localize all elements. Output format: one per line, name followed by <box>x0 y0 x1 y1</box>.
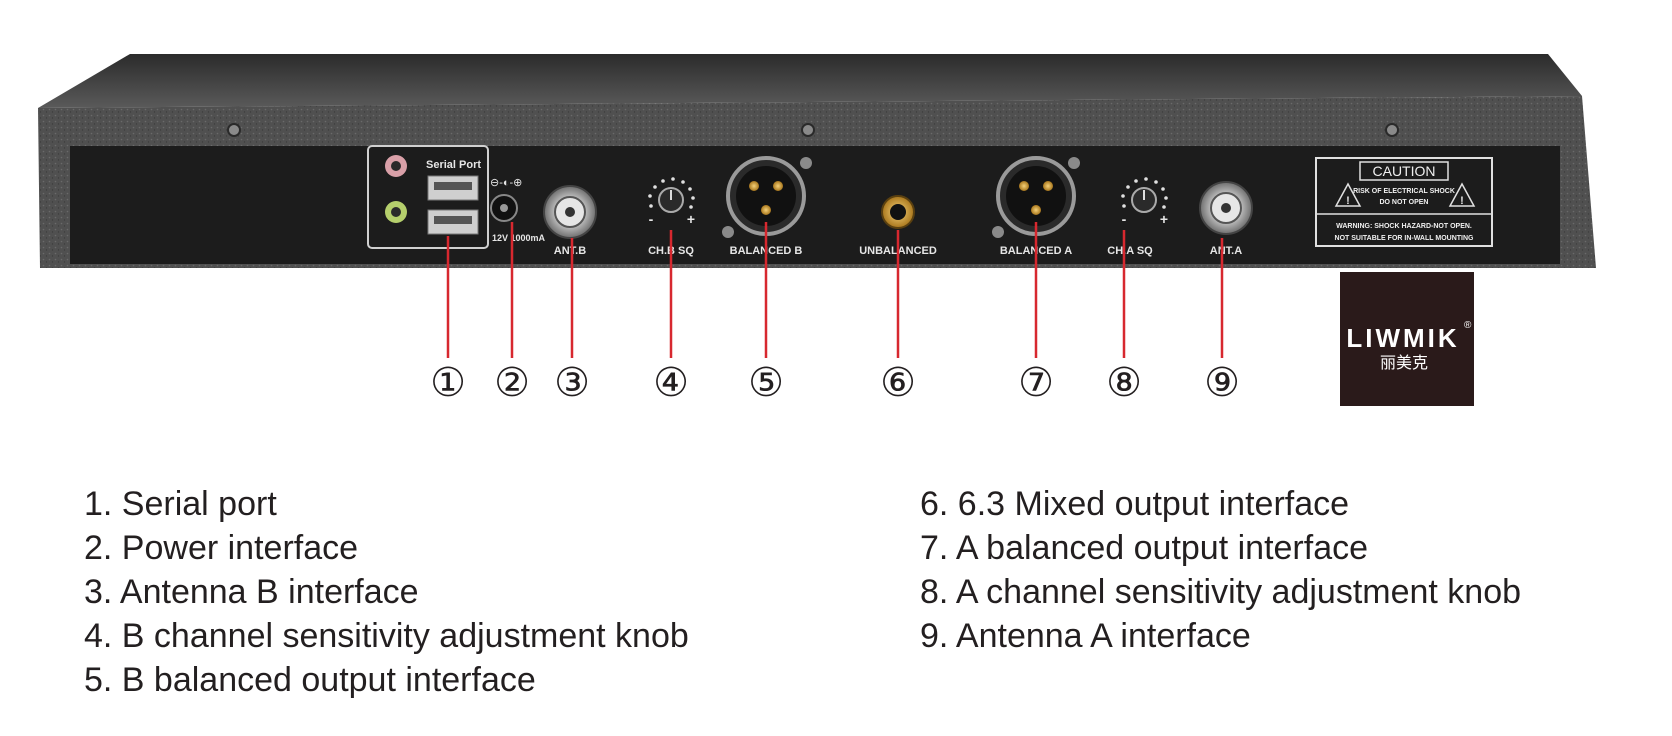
caution-title: CAUTION <box>1373 163 1436 179</box>
ch-a-sq-label: CH.A SQ <box>1107 245 1153 257</box>
svg-text:WARNING: SHOCK HAZARD-NOT OPEN: WARNING: SHOCK HAZARD-NOT OPEN. <box>1336 223 1472 230</box>
chassis-screws <box>227 123 1399 137</box>
legend-item: 2. Power interface <box>84 529 359 567</box>
svg-text:-: - <box>1122 211 1127 227</box>
legend-right: 6. 6.3 Mixed output interface 7. A balan… <box>920 482 1521 658</box>
callout-number: ④ <box>653 361 689 405</box>
callout-number: ② <box>494 361 530 405</box>
svg-text:!: ! <box>1460 195 1464 207</box>
legend-left: 1. Serial port 2. Power interface 3. Ant… <box>84 482 689 702</box>
svg-text:+: + <box>687 211 695 227</box>
legend-item: 4. B channel sensitivity adjustment knob <box>84 617 689 655</box>
legend-item: 6. 6.3 Mixed output interface <box>920 485 1350 523</box>
power-jack: ⊖-◐-⊕ 12V 1000mA <box>490 177 546 243</box>
svg-text:®: ® <box>1464 320 1472 331</box>
legend-item: 1. Serial port <box>84 485 277 523</box>
legend-item: 8. A channel sensitivity adjustment knob <box>920 573 1522 611</box>
svg-text:RISK OF ELECTRICAL SHOCK: RISK OF ELECTRICAL SHOCK <box>1353 188 1455 195</box>
callout-number: ③ <box>554 361 590 405</box>
svg-text:DO NOT OPEN: DO NOT OPEN <box>1379 199 1428 206</box>
callout-number: ⑥ <box>880 361 916 405</box>
callout-number: ⑤ <box>748 361 784 405</box>
warning-triangle-icon <box>1448 182 1476 207</box>
antenna-a-connector: ANT.A <box>1199 181 1253 257</box>
rear-panel <box>70 146 1560 264</box>
serial-port-block: Serial Port <box>367 145 489 249</box>
logo-chinese: 丽美克 <box>1380 354 1428 372</box>
serial-port-label: Serial Port <box>426 159 481 171</box>
xlr-balanced-a: BALANCED A <box>992 156 1080 257</box>
warning-triangle-icon <box>1334 182 1362 207</box>
legend-item: 3. Antenna B interface <box>84 573 419 611</box>
callout-number: ① <box>430 361 466 405</box>
svg-text:⊖-◐-⊕: ⊖-◐-⊕ <box>490 177 522 189</box>
callout-number: ⑦ <box>1018 361 1054 405</box>
caution-label: CAUTION RISK OF ELECTRICAL SHOCK DO NOT … <box>1315 157 1493 247</box>
svg-text:+: + <box>1160 211 1168 227</box>
svg-text:NOT SUITABLE FOR IN-WALL MOUNT: NOT SUITABLE FOR IN-WALL MOUNTING <box>1335 235 1475 242</box>
antenna-b-connector: ANT.B <box>543 185 597 257</box>
ch-a-sq-knob: - + CH.A SQ <box>1107 177 1168 257</box>
brand-logo: LIWMIK ® 丽美克 <box>1340 272 1474 406</box>
callout-number: ⑨ <box>1204 361 1240 405</box>
svg-text:!: ! <box>1346 195 1350 207</box>
ant-a-label: ANT.A <box>1210 245 1242 257</box>
legend-item: 5. B balanced output interface <box>84 661 536 699</box>
legend-item: 9. Antenna A interface <box>920 617 1251 655</box>
power-label: 12V 1000mA <box>492 233 546 243</box>
callout-number: ⑧ <box>1106 361 1142 405</box>
legend-item: 7. A balanced output interface <box>920 529 1369 567</box>
ant-b-label: ANT.B <box>554 245 586 257</box>
logo-brand: LIWMIK <box>1346 323 1459 353</box>
svg-text:-: - <box>649 211 654 227</box>
